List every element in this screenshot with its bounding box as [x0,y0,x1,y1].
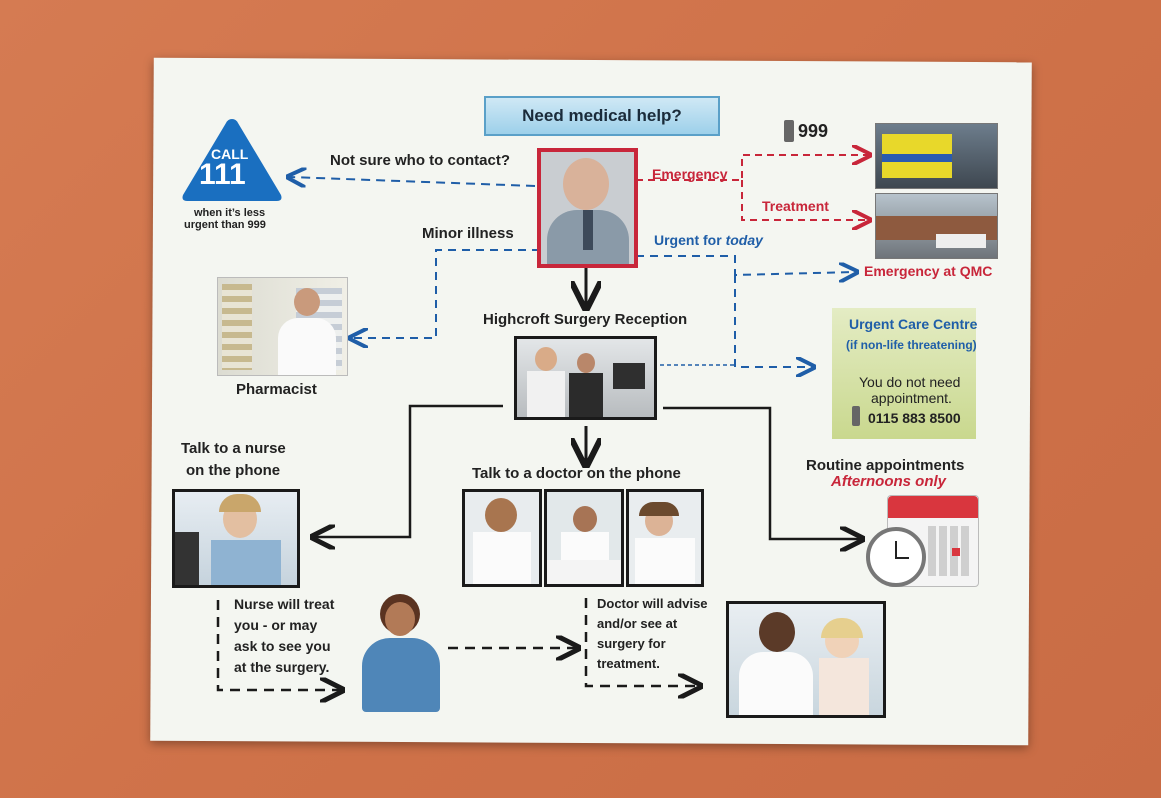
calendar-grid [928,526,972,576]
nurse-2-scrubs [362,638,440,712]
calendar-marked-day [952,548,960,556]
pharmacist-coat [278,318,336,375]
nurse-monitor [175,532,199,585]
nurse-treat-line-3: ask to see you [234,638,331,654]
label-999: 999 [798,121,828,142]
doctor-2-desk [547,560,621,584]
call-111-number: 111 [199,158,246,192]
man-face [563,158,609,210]
label-nurse-phone-2: on the phone [186,462,280,479]
ambulance-photo [875,123,998,189]
ucc-line-1: You do not need [859,374,960,390]
reception-photo [514,336,657,420]
doctor-advise-line-4: treatment. [597,656,660,671]
receptionist-1-body [527,371,565,417]
label-emergency-qmc: Emergency at QMC [864,263,992,279]
doctor-2-coat [561,532,609,562]
ucc-line-2: appointment. [871,390,952,406]
receptionist-1-face [535,347,557,371]
mobile-phone-icon [784,120,794,142]
ucc-phone: 0115 883 8500 [868,410,961,426]
pharmacist-photo [217,277,348,376]
doctor-advise-line-3: surgery for [597,636,666,651]
call-111-caption-1: when it’s less [194,207,265,219]
receptionist-2-face [577,353,595,373]
hospital-photo [875,193,998,259]
nurse-phone-photo [172,489,300,588]
doctor-3-hair [639,502,679,516]
label-treatment: Treatment [762,198,829,214]
doctor-advise-line-1: Doctor will advise [597,596,708,611]
label-urgent: Urgent for today [654,232,763,248]
nurse-hair [219,494,261,512]
label-doctor-phone: Talk to a doctor on the phone [472,465,681,482]
ucc-phone-icon [852,406,860,426]
computer-monitor [613,363,645,389]
nurse-treat-line-2: you - or may [234,617,317,633]
label-afternoons: Afternoons only [831,473,946,490]
label-nurse-phone-1: Talk to a nurse [181,440,286,457]
doctor-1-face [485,498,517,532]
child-hair [821,618,863,638]
label-routine: Routine appointments [806,457,964,474]
doctor-4-coat [739,652,813,715]
label-pharmacist: Pharmacist [236,381,317,398]
label-emergency: Emergency [652,166,727,182]
clock-icon [866,527,926,587]
ucc-subtitle: (if non-life threatening) [846,338,977,352]
label-not-sure: Not sure who to contact? [330,152,510,169]
call-111-caption-2: urgent than 999 [184,219,266,231]
ucc-title: Urgent Care Centre [849,316,977,332]
nurse-treat-line-1: Nurse will treat [234,596,334,612]
urgent-care-centre-box: Urgent Care Centre (if non-life threaten… [832,308,976,439]
connector-urgent-ucc [735,275,812,367]
title-box: Need medical help? [484,96,720,136]
connector-urgent [636,256,855,275]
doctor-2-face [573,506,597,532]
smiling-nurse-photo [360,594,442,712]
receptionist-2-body [569,373,603,417]
doctor-phone-photo-2 [544,489,624,587]
connector-to-111 [290,177,535,186]
pharmacist-face [294,288,320,316]
nurse-treat-line-4: at the surgery. [234,659,329,675]
man-tie [583,210,593,250]
child-body [819,658,869,715]
doctor-child-photo [726,601,886,718]
doctor-1-coat [473,532,531,584]
label-minor-illness: Minor illness [422,225,514,242]
doctor-phone-photo-1 [462,489,542,587]
nurse-2-face [385,602,415,636]
doctor-4-face [759,612,795,652]
clock-hand-hour [895,557,909,559]
shelves-left [222,284,252,370]
hospital-cars [936,234,986,248]
nurse-uniform [211,540,281,585]
doctor-advise-line-2: and/or see at [597,616,677,631]
ambulance-stripe [882,154,952,162]
calendar-header [888,496,978,518]
doctor-phone-photo-3 [626,489,704,587]
worried-man-photo [537,148,638,268]
doctor-3-coat [635,538,695,584]
label-reception: Highcroft Surgery Reception [483,311,687,328]
